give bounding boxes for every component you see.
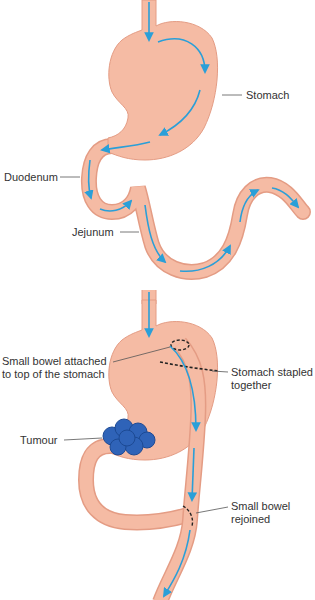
- join-ring: [183, 506, 193, 526]
- bypass-anatomy: [64, 290, 228, 600]
- food-flow-arrows: [149, 292, 196, 596]
- stomach-shape: [108, 0, 218, 160]
- small-bowel-outline: [160, 343, 198, 600]
- duodenum-outline: [86, 446, 188, 523]
- staple-line: [160, 362, 219, 371]
- part-label: Small bowel rejoined: [231, 500, 311, 526]
- small-bowel-outline: [89, 146, 303, 272]
- normal-anatomy: [60, 0, 303, 272]
- part-label: Tumour: [20, 434, 64, 447]
- small-bowel: [89, 146, 303, 272]
- part-label: Stomach stapled together: [231, 366, 313, 392]
- small-bowel: [160, 343, 198, 600]
- part-label: Duodenum: [4, 171, 60, 184]
- part-label: Small bowel attached to top of the stoma…: [2, 355, 112, 381]
- part-label: Stomach: [246, 89, 312, 102]
- tumour-mass: [103, 419, 155, 455]
- leader-lines: [60, 95, 242, 232]
- part-label: Jejunum: [72, 226, 120, 239]
- food-flow-arrows: [89, 2, 298, 271]
- duodenum: [86, 446, 188, 523]
